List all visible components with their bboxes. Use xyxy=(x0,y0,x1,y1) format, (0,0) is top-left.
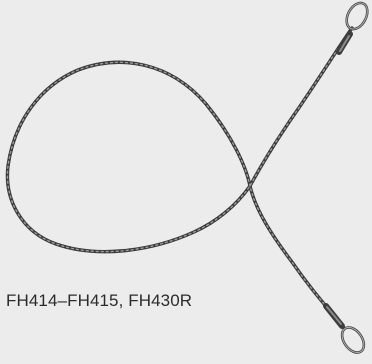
bottom-end-loop xyxy=(323,303,366,354)
top-end-loop xyxy=(336,1,369,55)
twisted-wire xyxy=(5,26,354,330)
product-caption: FH414–FH415, FH430R xyxy=(6,291,193,310)
